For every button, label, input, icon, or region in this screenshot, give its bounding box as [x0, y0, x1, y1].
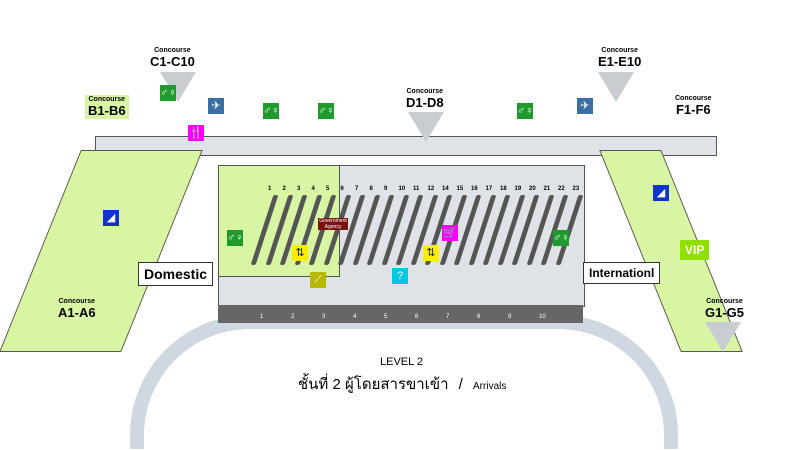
- belt-number: 22: [558, 186, 565, 192]
- door-number: 8: [477, 314, 481, 320]
- vip-label: VIP: [680, 240, 710, 260]
- belt-number: 16: [471, 186, 478, 192]
- belt-number: 2: [282, 186, 286, 192]
- shopping-cart-icon: 🛒: [442, 225, 458, 241]
- door-number: 10: [539, 314, 546, 320]
- belt-number: 4: [311, 186, 315, 192]
- escalator-icon: ⟋: [310, 272, 326, 288]
- curb: [218, 305, 583, 323]
- door-number: 3: [322, 314, 326, 320]
- belt-number: 8: [369, 186, 373, 192]
- belt-number: 7: [355, 186, 359, 192]
- restroom-icon: ♂♀: [160, 85, 177, 101]
- door-number: 1: [260, 314, 264, 320]
- belt-number: 17: [485, 186, 493, 192]
- elevator-icon: ⇅: [292, 245, 308, 261]
- government-agency-sign: Government Agency: [318, 218, 348, 230]
- concourse-d-marker: [408, 112, 444, 142]
- belt-number: 9: [384, 186, 388, 192]
- door-number: 7: [446, 314, 450, 320]
- footer-level: LEVEL 2: [380, 356, 424, 368]
- transfer-icon: ✈: [577, 98, 593, 114]
- international-label: Internationl: [583, 262, 661, 284]
- restroom-icon: ♂♀: [318, 103, 335, 119]
- restaurant-icon: 🍴: [188, 125, 204, 141]
- elevator-icon: ⇅: [423, 245, 439, 261]
- belt-number: 12: [427, 186, 435, 192]
- belt-number: 23: [572, 186, 580, 192]
- ramp-icon: ◢: [103, 210, 119, 226]
- belt-number: 14: [442, 186, 449, 192]
- belt-number: 11: [413, 186, 420, 192]
- transfer-icon: ✈: [208, 98, 224, 114]
- domestic-label: Domestic: [138, 262, 214, 286]
- door-number: 2: [291, 314, 295, 320]
- belt-number: 6: [340, 186, 344, 192]
- concourse-corridor-top: [95, 136, 717, 156]
- door-number: 5: [384, 314, 388, 320]
- footer-caption: ชั้นที่ 2 ผู้โดยสารขาเข้า / Arrivals: [298, 372, 506, 396]
- concourse-corridor-left: [0, 150, 203, 352]
- belt-number: 15: [456, 186, 464, 192]
- belt-number: 19: [514, 186, 522, 192]
- door-number: 4: [353, 314, 357, 320]
- belt-number: 18: [500, 186, 507, 192]
- vip-lounge-icon: ◢: [653, 185, 669, 201]
- belt-number: 20: [529, 186, 536, 192]
- belt-number: 10: [398, 186, 406, 192]
- belt-number: 21: [543, 186, 551, 192]
- belt-number: 5: [326, 186, 330, 192]
- information-icon: ?: [392, 268, 408, 284]
- restroom-icon: ♂♀: [553, 230, 570, 246]
- concourse-e-marker: [598, 72, 634, 102]
- restroom-icon: ♂♀: [263, 103, 280, 119]
- restroom-icon: ♂♀: [517, 103, 534, 119]
- footer-thai: ชั้นที่ 2 ผู้โดยสารขาเข้า: [298, 376, 449, 393]
- belt-number: 3: [297, 186, 301, 192]
- belt-number: 1: [268, 186, 272, 192]
- concourse-g-marker: [705, 322, 741, 352]
- restroom-icon: ♂♀: [227, 230, 244, 246]
- footer-english: Arrivals: [473, 381, 507, 392]
- door-number: 9: [508, 314, 512, 320]
- footer-separator: /: [458, 376, 463, 393]
- door-number: 6: [415, 314, 419, 320]
